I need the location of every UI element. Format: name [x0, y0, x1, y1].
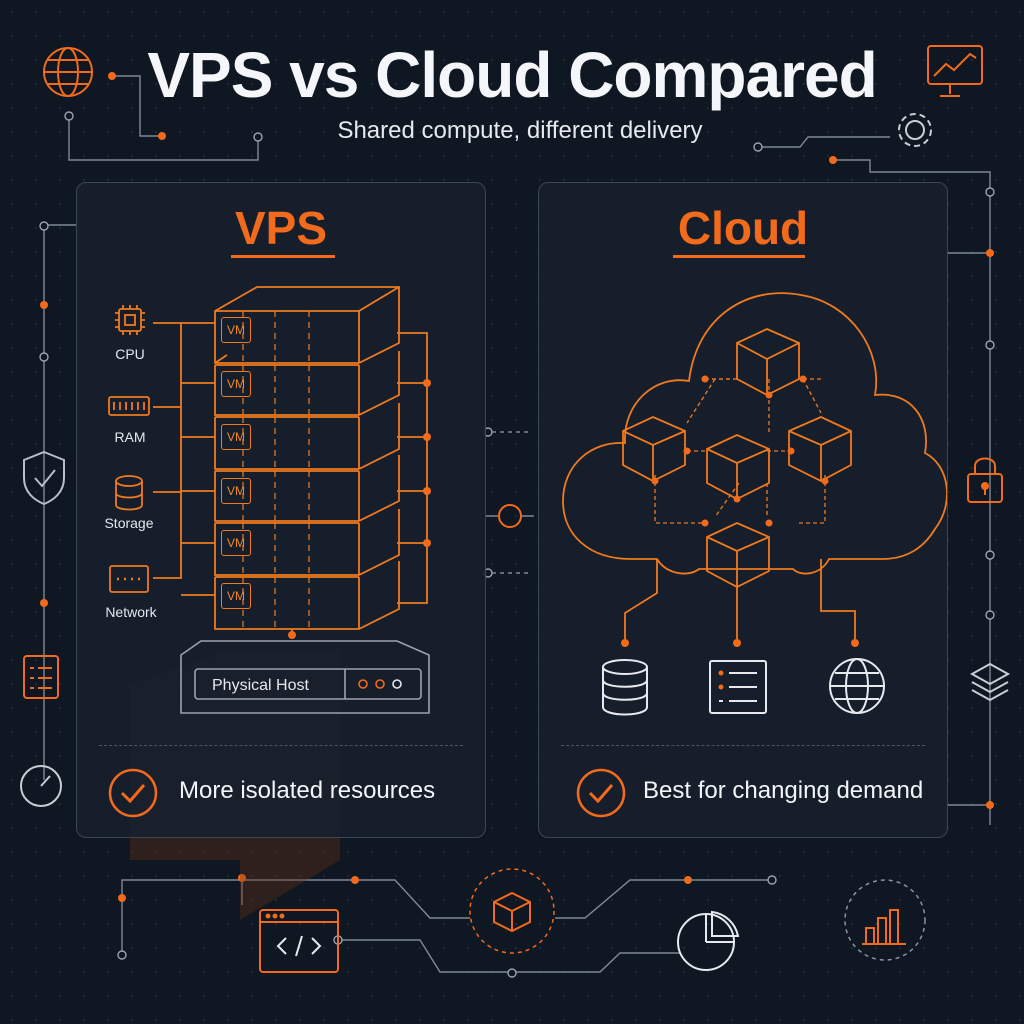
- vm-label: VM: [221, 371, 251, 397]
- check-circle-icon: [108, 768, 158, 818]
- shield-check-icon: [23, 450, 65, 506]
- database-icon: [602, 659, 648, 716]
- cloud-title-underline: [673, 255, 805, 258]
- physical-host-server: [180, 640, 430, 714]
- layers-icon: [969, 662, 1011, 702]
- server-rack-icon: [709, 660, 767, 714]
- vm-stack: [214, 286, 400, 630]
- page-subtitle: Shared compute, different delivery: [337, 117, 703, 144]
- bar-chart-icon: [844, 879, 926, 961]
- cloud-divider: [561, 745, 925, 746]
- check-circle-icon: [576, 768, 626, 818]
- vm-label: VM: [221, 583, 251, 609]
- vps-title-underline: [231, 255, 335, 258]
- globe-icon: [43, 47, 93, 97]
- vm-label: VM: [221, 424, 251, 450]
- storage-icon: [115, 475, 143, 511]
- page-title: VPS vs Cloud Compared: [147, 39, 877, 111]
- checklist-icon: [23, 655, 59, 699]
- gauge-icon: [20, 765, 62, 807]
- cube-icon: [469, 868, 555, 954]
- resource-label-ram: RAM: [114, 429, 146, 445]
- cube-node-top: [736, 328, 800, 397]
- vps-benefit-text: More isolated resources: [179, 777, 436, 804]
- vps-panel: VPS: [76, 182, 486, 838]
- vm-label: VM: [221, 478, 251, 504]
- globe-icon: [829, 658, 885, 714]
- vps-divider: [99, 745, 463, 746]
- ram-icon: [108, 396, 150, 416]
- vps-diagram: [108, 286, 431, 714]
- cube-node-bottom: [706, 522, 770, 589]
- vps-title: VPS: [234, 202, 328, 254]
- cloud-panel: Cloud: [538, 182, 948, 838]
- cloud-title: Cloud: [677, 202, 809, 254]
- lock-icon: [967, 457, 1003, 503]
- cpu-icon: [115, 305, 145, 335]
- cube-node-left: [622, 416, 686, 483]
- cloud-outline: [562, 292, 947, 575]
- resource-label-cpu: CPU: [115, 346, 145, 362]
- physical-host-label: Physical Host: [212, 677, 309, 694]
- cloud-diagram: [562, 292, 947, 716]
- monitor-chart-icon: [927, 45, 983, 97]
- resource-label-storage: Storage: [104, 515, 154, 531]
- cube-node-right: [788, 416, 852, 483]
- vm-label: VM: [221, 317, 251, 343]
- code-window-icon: [259, 909, 339, 973]
- cube-node-center: [706, 434, 770, 501]
- resource-label-network: Network: [105, 604, 157, 620]
- vm-label: VM: [221, 530, 251, 556]
- cloud-benefit-text: Best for changing demand: [643, 777, 924, 804]
- gear-icon: [898, 113, 932, 147]
- pie-chart-icon: [677, 910, 740, 971]
- network-icon: [109, 565, 149, 593]
